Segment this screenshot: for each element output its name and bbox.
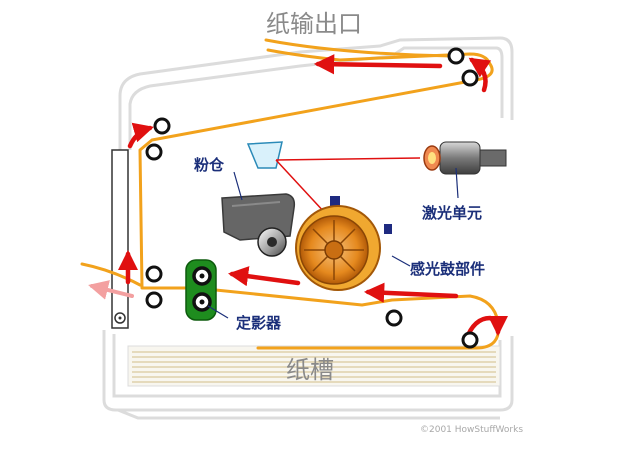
side-chute xyxy=(111,149,129,329)
rollers xyxy=(145,47,479,349)
label-toner: 粉仓 xyxy=(194,156,225,174)
label-paper-exit: 纸输出口 xyxy=(266,10,362,38)
roller xyxy=(447,47,465,65)
direction-arrows xyxy=(117,54,509,343)
label-drum: 感光鼓部件 xyxy=(410,260,485,278)
roller xyxy=(153,117,171,135)
roller xyxy=(385,309,403,327)
paper-tray xyxy=(127,345,501,387)
roller xyxy=(145,143,163,161)
laser-unit-icon xyxy=(423,141,507,175)
roller xyxy=(145,265,163,283)
fuser-unit xyxy=(185,259,217,321)
toner-cartridge xyxy=(221,193,296,257)
roller xyxy=(145,291,163,309)
roller xyxy=(461,69,479,87)
label-paper-tray: 纸槽 xyxy=(286,356,334,384)
exit-arrow-left xyxy=(88,280,134,300)
label-fuser: 定影器 xyxy=(236,314,282,332)
label-laser-unit: 激光单元 xyxy=(422,204,482,222)
roller xyxy=(461,331,479,349)
leader-lines xyxy=(207,167,459,319)
copyright-text: ©2001 HowStuffWorks xyxy=(420,425,523,435)
photoreceptor-drum xyxy=(295,196,392,291)
toner-hopper-icon xyxy=(246,141,283,169)
laser-beam xyxy=(275,157,421,215)
